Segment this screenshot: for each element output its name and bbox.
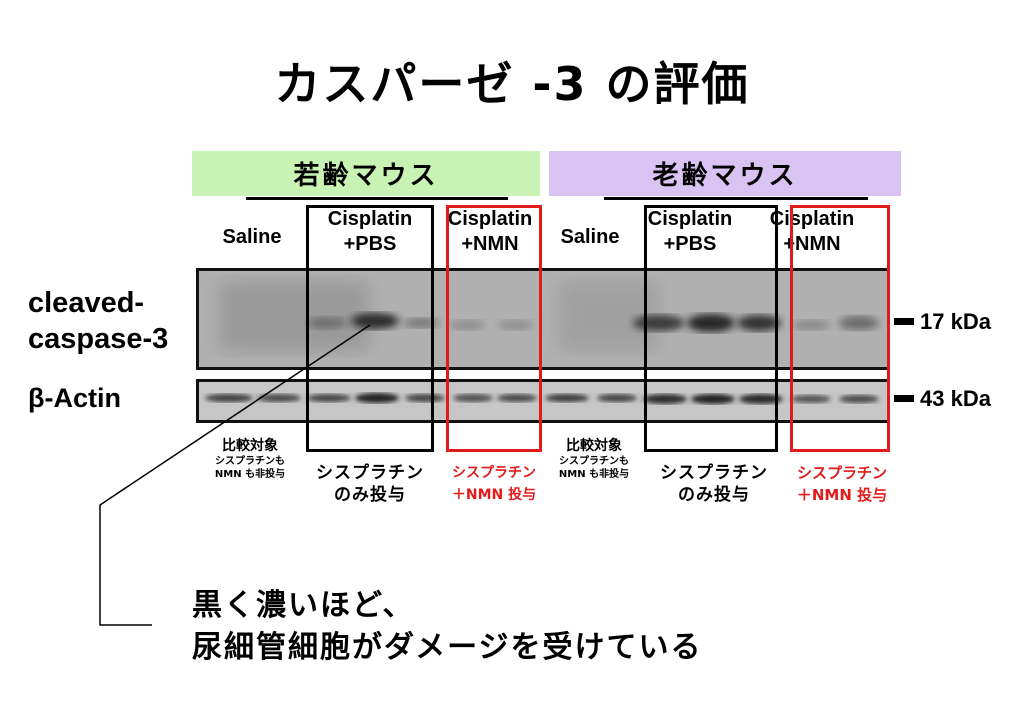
- annotation-note: 黒く濃いほど、 尿細管細胞がダメージを受けている: [192, 585, 703, 669]
- caption-line: のみ投与: [334, 485, 406, 505]
- col-label-cis-nmn-young: Cisplatin +NMN: [436, 207, 544, 257]
- col-label-line: +NMN: [783, 233, 841, 255]
- marker-tick-43: [894, 395, 914, 402]
- row-label-cleaved-caspase-3: cleaved- caspase-3: [28, 285, 168, 357]
- marker-17-kda: 17 kDa: [920, 309, 991, 334]
- caption-cis-only-young: シスプラチン のみ投与: [300, 462, 440, 506]
- col-label-line: Cisplatin: [647, 208, 733, 230]
- row-label-line: caspase-3: [28, 323, 169, 355]
- blot-cleaved-caspase-3: [196, 268, 890, 370]
- col-label-saline-young: Saline: [222, 226, 282, 248]
- col-label-cis-pbs-old: Cisplatin +PBS: [626, 207, 754, 257]
- group-header-old: 老齢マウス: [549, 151, 901, 196]
- blot-bands-actin: [199, 382, 887, 420]
- caption-line: シスプラチン: [796, 464, 887, 482]
- col-label-line: +NMN: [461, 233, 519, 255]
- col-label-line: Cisplatin: [447, 208, 533, 230]
- caption-cis-nmn-young: シスプラチン ＋NMN 投与: [438, 462, 550, 506]
- caption-line: シスプラチン: [660, 463, 768, 483]
- caption-control-young: 比較対象 シスプラチンも NMN も非投与: [196, 438, 304, 481]
- col-label-line: +PBS: [343, 233, 397, 255]
- col-label-cis-pbs-young: Cisplatin +PBS: [306, 207, 434, 257]
- caption-line: シスプラチン: [316, 463, 424, 483]
- caption-line: 比較対象: [222, 438, 278, 454]
- caption-line: NMN も非投与: [558, 469, 630, 480]
- col-label-line: +PBS: [663, 233, 717, 255]
- caption-line: ＋NMN 投与: [451, 487, 537, 503]
- row-label-beta-actin: β-Actin: [28, 383, 121, 413]
- marker-43-kda: 43 kDa: [920, 386, 991, 411]
- frame-cis-pbs-young: [306, 205, 434, 452]
- col-label-saline-old: Saline: [560, 226, 620, 248]
- caption-cis-only-old: シスプラチン のみ投与: [644, 462, 784, 506]
- blot-bands-caspase: [199, 271, 887, 367]
- frame-cis-nmn-young: [446, 205, 542, 452]
- caption-line: ＋NMN 投与: [796, 486, 888, 504]
- annotation-line: 尿細管細胞がダメージを受けている: [192, 630, 703, 665]
- frame-cis-nmn-old: [790, 205, 890, 452]
- group-header-young: 若齢マウス: [192, 151, 540, 196]
- caption-line: NMN も非投与: [214, 469, 286, 480]
- caption-line: シスプラチンも: [215, 456, 285, 467]
- blot-beta-actin: [196, 379, 890, 423]
- page-title: カスパーゼ -3 の評価: [274, 57, 750, 111]
- row-label-line: cleaved-: [28, 287, 145, 319]
- annotation-line: 黒く濃いほど、: [192, 588, 415, 623]
- group-underline-young: [246, 197, 508, 200]
- frame-cis-pbs-old: [644, 205, 778, 452]
- caption-control-old: 比較対象 シスプラチンも NMN も非投与: [540, 438, 648, 481]
- caption-line: のみ投与: [678, 485, 750, 505]
- marker-tick-17: [894, 318, 914, 325]
- col-label-line: Cisplatin: [327, 208, 413, 230]
- caption-line: シスプラチン: [452, 465, 536, 481]
- caption-line: シスプラチンも: [559, 456, 629, 467]
- caption-cis-nmn-old: シスプラチン ＋NMN 投与: [780, 462, 904, 506]
- caption-line: 比較対象: [566, 438, 622, 454]
- group-underline-old: [604, 197, 868, 200]
